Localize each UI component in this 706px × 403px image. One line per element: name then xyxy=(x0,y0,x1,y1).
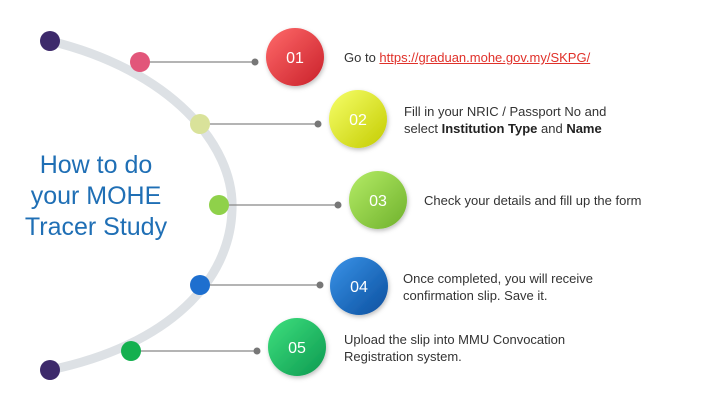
connector-end-3 xyxy=(334,201,342,209)
step-number-5: 05 xyxy=(288,340,306,357)
diagram-title: How to do your MOHE Tracer Study xyxy=(8,150,184,243)
step-2-text: Fill in your NRIC / Passport No and sele… xyxy=(404,103,606,137)
timeline-arc xyxy=(45,36,237,375)
step-number-2: 02 xyxy=(349,112,367,129)
arc-end-dot xyxy=(40,360,60,380)
skpg-link[interactable]: https://graduan.mohe.gov.my/SKPG/ xyxy=(379,50,591,65)
step-circle-4 xyxy=(330,257,388,315)
arc-dot-1 xyxy=(130,52,150,72)
arc-dot-3 xyxy=(209,195,229,215)
step-4-line-2: confirmation slip. Save it. xyxy=(403,288,548,303)
step-4-line-1: Once completed, you will receive xyxy=(403,271,594,286)
step-number-1: 01 xyxy=(286,50,304,67)
step-circle-5 xyxy=(268,318,326,376)
step-5-text: Upload the slip into MMU Convocation Reg… xyxy=(344,331,565,365)
title-line-2: your MOHE xyxy=(30,182,162,210)
name-label: Name xyxy=(566,121,602,136)
step-5-line-2: Registration system. xyxy=(344,349,462,364)
arc-dot-5 xyxy=(121,341,141,361)
step-circle-3 xyxy=(349,171,407,229)
step-1-text-before: Go to xyxy=(344,50,380,65)
title-line-1: How to do xyxy=(39,151,153,179)
connector-end-5 xyxy=(253,347,261,355)
step-1-text: Go to https://graduan.mohe.gov.my/SKPG/ xyxy=(344,49,590,66)
step-circle-2 xyxy=(329,90,387,148)
step-number-3: 03 xyxy=(369,193,387,210)
step-5-line-1: Upload the slip into MMU Convocation xyxy=(344,332,566,347)
arc-dot-4 xyxy=(190,275,210,295)
step-2-line-1: Fill in your NRIC / Passport No and xyxy=(404,104,607,119)
step-4-text: Once completed, you will receive confirm… xyxy=(403,270,593,304)
connector-end-2 xyxy=(314,120,322,128)
step-3-text: Check your details and fill up the form xyxy=(424,193,642,208)
connector-end-4 xyxy=(316,281,324,289)
step-circle-1 xyxy=(266,28,324,86)
step-number-4: 04 xyxy=(350,279,368,296)
title-line-3: Tracer Study xyxy=(24,213,168,241)
arc-dot-2 xyxy=(190,114,210,134)
arc-start-dot xyxy=(40,31,60,51)
connector-end-1 xyxy=(251,58,259,66)
institution-type-label: Institution Type xyxy=(441,121,538,136)
step-2-line-2: select Institution Type and Name xyxy=(404,121,602,136)
